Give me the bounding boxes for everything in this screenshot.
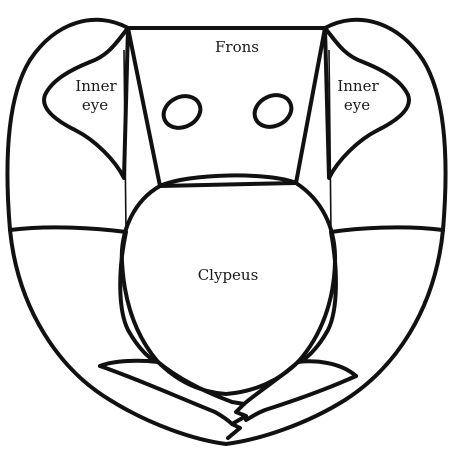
frons-label: Frons xyxy=(215,38,259,56)
right-mandible-lower xyxy=(246,376,356,420)
left-antennal-socket xyxy=(158,90,205,133)
right-antennal-socket xyxy=(249,89,296,132)
head-outline xyxy=(7,20,445,444)
left-mandible xyxy=(158,362,244,404)
clypeus-label: Clypeus xyxy=(198,266,259,284)
right-mandible xyxy=(244,362,298,404)
left-cheek xyxy=(10,227,158,366)
inner-eye-left-label-line2: eye xyxy=(82,96,108,114)
right-cheek xyxy=(298,227,443,376)
inner-eye-right-label-line2: eye xyxy=(344,96,370,114)
inner-eye-left-label-line1: Inner xyxy=(75,77,117,95)
inner-eye-right-label-line1: Inner xyxy=(337,77,379,95)
right-inner-eye-divider xyxy=(329,50,331,232)
